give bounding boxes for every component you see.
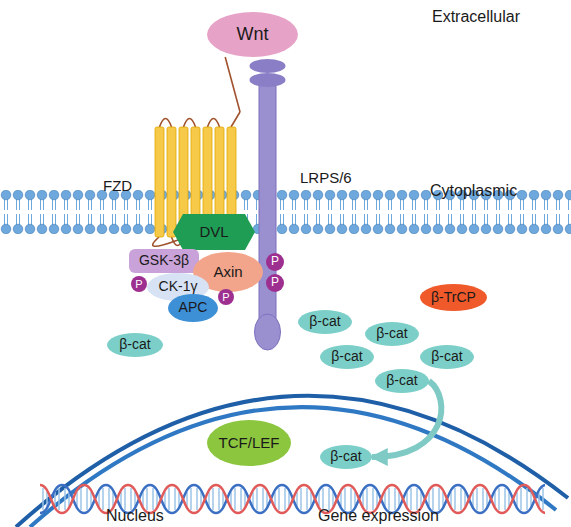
phosphate-circle: P	[266, 253, 284, 271]
beta-catenin: β-cat	[420, 345, 474, 369]
node-label: CK-1γ	[159, 279, 198, 294]
node-label: LRPS/6	[300, 170, 352, 187]
region-label: Extracellular	[432, 8, 520, 26]
region-label: Nucleus	[106, 507, 164, 525]
node-label: GSK-3β	[139, 253, 189, 268]
apc-ellipse: APC	[168, 294, 218, 322]
beta-catenin: β-cat	[320, 445, 372, 469]
region-label: Cytoplasmic	[430, 182, 517, 200]
beta-catenin: β-cat	[365, 322, 419, 346]
transcription-factor: TCF/LEF	[207, 420, 291, 466]
ligand-ellipse: Wnt	[207, 12, 298, 57]
beta-catenin: β-cat	[320, 345, 374, 369]
phosphate-circle: P	[266, 274, 284, 292]
node-label: P	[271, 255, 279, 268]
node-label: β-cat	[330, 449, 361, 464]
node-label: β-cat	[376, 326, 407, 341]
node-label: P	[222, 291, 229, 303]
kinase-box: GSK-3β	[129, 249, 199, 273]
binding-line	[225, 57, 240, 112]
node-label: APC	[179, 300, 208, 315]
node-label: β-cat	[309, 314, 340, 329]
node-label: β-cat	[119, 337, 150, 352]
region-label: Gene expression	[318, 507, 439, 525]
nuclear-envelope	[16, 396, 568, 527]
node-label: β-TrCP	[431, 290, 476, 305]
node-label: β-cat	[431, 349, 462, 364]
node-label: P	[135, 278, 142, 290]
beta-catenin: β-cat	[298, 310, 352, 334]
node-label: P	[271, 276, 279, 289]
coreceptor-lrp: LRPS/6	[245, 58, 290, 350]
node-label: TCF/LEF	[219, 435, 280, 452]
ligase-ellipse: β-TrCP	[420, 284, 487, 311]
dvl-hexagon: DVL	[173, 214, 255, 250]
translocation-arrow	[372, 381, 441, 457]
nuclear-envelope	[30, 407, 556, 527]
node-label: Wnt	[236, 25, 268, 45]
phosphate-circle: P	[131, 276, 147, 292]
node-label: β-cat	[386, 373, 417, 388]
phosphate-circle: P	[218, 289, 234, 305]
node-label: Axin	[213, 264, 242, 281]
beta-catenin: β-cat	[107, 333, 163, 357]
node-label: FZD	[103, 178, 132, 195]
node-label: DVL	[199, 224, 228, 241]
beta-catenin: β-cat	[375, 369, 429, 393]
node-shape	[245, 58, 290, 350]
node-label: β-cat	[331, 349, 362, 364]
